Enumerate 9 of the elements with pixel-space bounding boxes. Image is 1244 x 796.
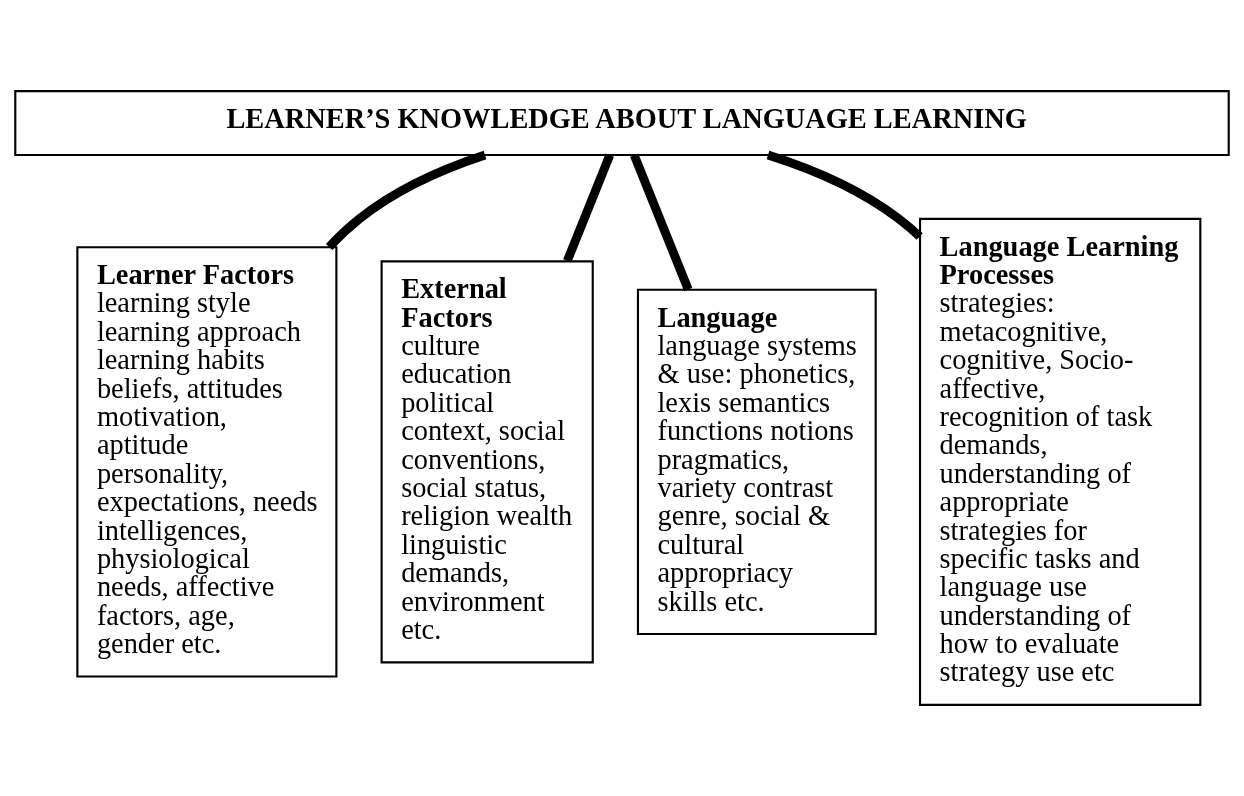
- connector: [325, 150, 487, 250]
- node-box: Learner Factors learning style learning approach learning habits beliefs, attitudes motivation, aptitude personality, expectations, needs intelligences, physiological needs, affective factors, age, gender etc.: [76, 246, 338, 678]
- node-box: Language Learning Processes strategies: metacognitive, cognitive, Socio-affective, recognition of task demands, understanding of appropriate strategies for specific tasks and language use understanding of how to evaluate strategy use etc: [918, 217, 1202, 706]
- connector: [630, 153, 693, 292]
- node-box: LEARNER’S KNOWLEDGE ABOUT LANGUAGE LEARNING: [14, 90, 1230, 157]
- node-box: Language language systems & use: phonetics, lexis semantics functions notions pragmatics, variety contrast genre, social & cultural appropriacy skills etc.: [636, 288, 877, 635]
- connector: [563, 153, 614, 263]
- node-box: External Factors culture education political context, social conventions, social status, religion wealth linguistic demands, environment etc.: [380, 260, 594, 664]
- connector: [766, 150, 923, 240]
